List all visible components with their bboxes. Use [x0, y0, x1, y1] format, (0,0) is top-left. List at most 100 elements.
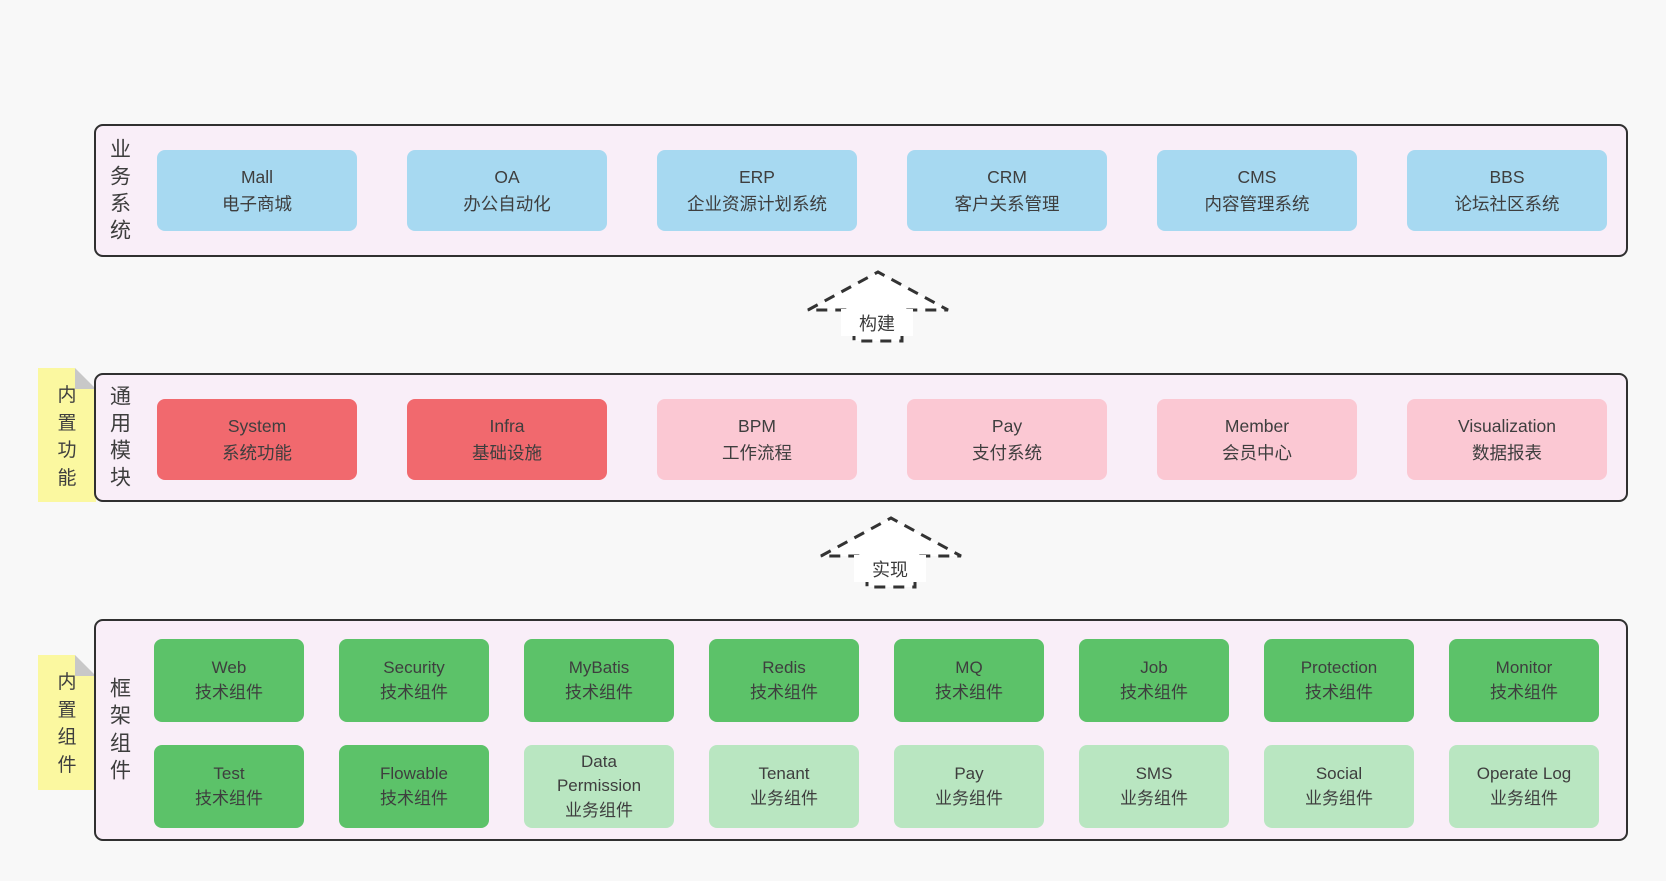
box-mall: Mall 电子商城: [157, 150, 357, 231]
sticky-note-text: 内置组件: [57, 672, 77, 776]
box-title: Job: [1140, 657, 1168, 677]
box-subtitle: 内容管理系统: [1204, 193, 1310, 214]
box-title: BPM: [738, 416, 776, 437]
box-title: Monitor: [1495, 657, 1553, 677]
box-subtitle: 电子商城: [222, 193, 292, 214]
box-title: Tenant: [758, 763, 810, 783]
box-title: System: [227, 416, 287, 437]
box-infra: Infra 基础设施: [407, 399, 607, 480]
box-subtitle: 论坛社区系统: [1454, 193, 1560, 214]
box-subtitle: 技术组件: [1490, 682, 1558, 702]
box-subtitle: 技术组件: [380, 788, 448, 808]
box-subtitle: 技术组件: [935, 682, 1003, 702]
framework-components-row-2: Test 技术组件 Flowable 技术组件 Data Permission …: [154, 745, 1599, 828]
box-job: Job 技术组件: [1079, 639, 1229, 722]
box-visualization: Visualization 数据报表: [1407, 399, 1607, 480]
box-subtitle: 业务组件: [750, 788, 818, 808]
box-title: BBS: [1489, 167, 1525, 188]
box-subtitle: 技术组件: [380, 682, 448, 702]
box-subtitle: 会员中心: [1222, 442, 1292, 463]
box-member: Member 会员中心: [1157, 399, 1357, 480]
box-title: Pay: [954, 763, 984, 783]
box-operate-log: Operate Log 业务组件: [1449, 745, 1599, 828]
box-subtitle: 技术组件: [195, 682, 263, 702]
box-subtitle: 技术组件: [565, 682, 633, 702]
box-title: Pay: [991, 416, 1023, 437]
box-title: Test: [213, 763, 245, 783]
box-title: Member: [1224, 416, 1290, 437]
box-cms: CMS 内容管理系统: [1157, 150, 1357, 231]
box-redis: Redis 技术组件: [709, 639, 859, 722]
box-subtitle: 数据报表: [1472, 442, 1542, 463]
box-crm: CRM 客户关系管理: [907, 150, 1107, 231]
layer-label: 框架组件: [110, 677, 131, 783]
box-subtitle: 技术组件: [750, 682, 818, 702]
box-subtitle: 客户关系管理: [954, 193, 1060, 214]
box-subtitle: 基础设施: [472, 442, 542, 463]
box-title: Redis: [762, 657, 806, 677]
box-subtitle: 技术组件: [1120, 682, 1188, 702]
box-security: Security 技术组件: [339, 639, 489, 722]
layer-business-systems: 业务系统 Mall 电子商城 OA 办公自动化 ERP 企业资源计划系统 CRM…: [94, 124, 1628, 257]
box-title: Visualization: [1458, 416, 1556, 437]
box-pay: Pay 支付系统: [907, 399, 1107, 480]
box-subtitle: 技术组件: [195, 788, 263, 808]
framework-components-row-1: Web 技术组件 Security 技术组件 MyBatis 技术组件 Redi…: [154, 639, 1599, 722]
box-subtitle: 系统功能: [222, 442, 292, 463]
box-oa: OA 办公自动化: [407, 150, 607, 231]
box-title: OA: [494, 167, 520, 188]
box-monitor: Monitor 技术组件: [1449, 639, 1599, 722]
sticky-note-builtin-components: 内置组件: [38, 655, 96, 790]
layer-common-modules: 通用模块 System 系统功能 Infra 基础设施 BPM 工作流程 Pay…: [94, 373, 1628, 502]
box-web: Web 技术组件: [154, 639, 304, 722]
box-subtitle: 业务组件: [1490, 788, 1558, 808]
box-subtitle: 技术组件: [1305, 682, 1373, 702]
box-mq: MQ 技术组件: [894, 639, 1044, 722]
business-systems-row: Mall 电子商城 OA 办公自动化 ERP 企业资源计划系统 CRM 客户关系…: [157, 150, 1607, 231]
box-tenant: Tenant 业务组件: [709, 745, 859, 828]
box-erp: ERP 企业资源计划系统: [657, 150, 857, 231]
box-subtitle: 业务组件: [565, 800, 633, 820]
box-test: Test 技术组件: [154, 745, 304, 828]
box-system: System 系统功能: [157, 399, 357, 480]
box-title: CMS: [1237, 167, 1277, 188]
box-title: Operate Log: [1476, 763, 1572, 783]
box-pay-business: Pay 业务组件: [894, 745, 1044, 828]
box-mybatis: MyBatis 技术组件: [524, 639, 674, 722]
box-subtitle: 支付系统: [972, 442, 1042, 463]
box-bpm: BPM 工作流程: [657, 399, 857, 480]
box-title: MyBatis: [568, 657, 630, 677]
box-subtitle: 业务组件: [1305, 788, 1373, 808]
box-title: Mall: [240, 167, 274, 188]
arrow-label-build: 构建: [841, 309, 913, 336]
box-subtitle: 办公自动化: [463, 193, 551, 214]
box-flowable: Flowable 技术组件: [339, 745, 489, 828]
box-subtitle: 业务组件: [935, 788, 1003, 808]
box-title: SMS: [1135, 763, 1173, 783]
box-data-permission: Data Permission 业务组件: [524, 745, 674, 828]
box-title: Flowable: [379, 763, 449, 783]
note-fold-icon: [75, 368, 96, 389]
layer-framework-components: 框架组件 Web 技术组件 Security 技术组件 MyBatis 技术组件…: [94, 619, 1628, 841]
box-bbs: BBS 论坛社区系统: [1407, 150, 1607, 231]
box-title: Protection: [1300, 657, 1378, 677]
arrow-label-implement: 实现: [854, 555, 926, 582]
common-modules-row: System 系统功能 Infra 基础设施 BPM 工作流程 Pay 支付系统…: [157, 399, 1607, 480]
box-title: Security: [383, 657, 445, 677]
box-subtitle: 业务组件: [1120, 788, 1188, 808]
layer-label: 通用模块: [110, 384, 131, 490]
box-subtitle: 企业资源计划系统: [687, 193, 827, 214]
box-title: Infra: [489, 416, 525, 437]
note-fold-icon: [75, 655, 96, 676]
box-subtitle: 工作流程: [722, 442, 792, 463]
box-title: Web: [211, 657, 247, 677]
box-title: Social: [1315, 763, 1363, 783]
sticky-note-text: 内置功能: [57, 385, 77, 489]
sticky-note-builtin-features: 内置功能: [38, 368, 96, 502]
layer-label: 业务系统: [110, 137, 131, 243]
box-sms: SMS 业务组件: [1079, 745, 1229, 828]
box-protection: Protection 技术组件: [1264, 639, 1414, 722]
box-title: ERP: [739, 167, 775, 188]
box-title: CRM: [987, 167, 1027, 188]
box-social: Social 业务组件: [1264, 745, 1414, 828]
